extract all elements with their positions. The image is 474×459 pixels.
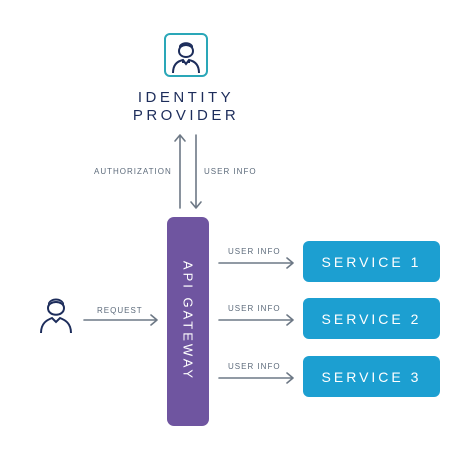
service-3-box: SERVICE 3 [303, 356, 440, 397]
identity-provider-title-line1: IDENTITY [137, 89, 235, 106]
authorization-label: AUTHORIZATION [94, 167, 172, 176]
service-3-arrow [218, 372, 294, 384]
api-gateway [167, 217, 209, 426]
user-icon [40, 298, 72, 334]
identity-provider-title-line2: PROVIDER [132, 107, 240, 124]
authorization-arrow [174, 134, 186, 209]
identity-provider-icon-frame [164, 33, 208, 77]
service-3-edge-label: USER INFO [228, 362, 281, 371]
user-info-up-label: USER INFO [204, 167, 257, 176]
service-1-arrow [218, 257, 294, 269]
service-1-edge-label: USER INFO [228, 247, 281, 256]
request-arrow [83, 314, 158, 326]
service-1-box: SERVICE 1 [303, 241, 440, 282]
user-info-down-arrow [190, 134, 202, 209]
user-icon [172, 42, 200, 74]
api-gateway-label: API GATEWAY [180, 260, 196, 382]
service-2-arrow [218, 314, 294, 326]
service-2-edge-label: USER INFO [228, 304, 281, 313]
request-label: REQUEST [97, 306, 143, 315]
service-2-box: SERVICE 2 [303, 298, 440, 339]
